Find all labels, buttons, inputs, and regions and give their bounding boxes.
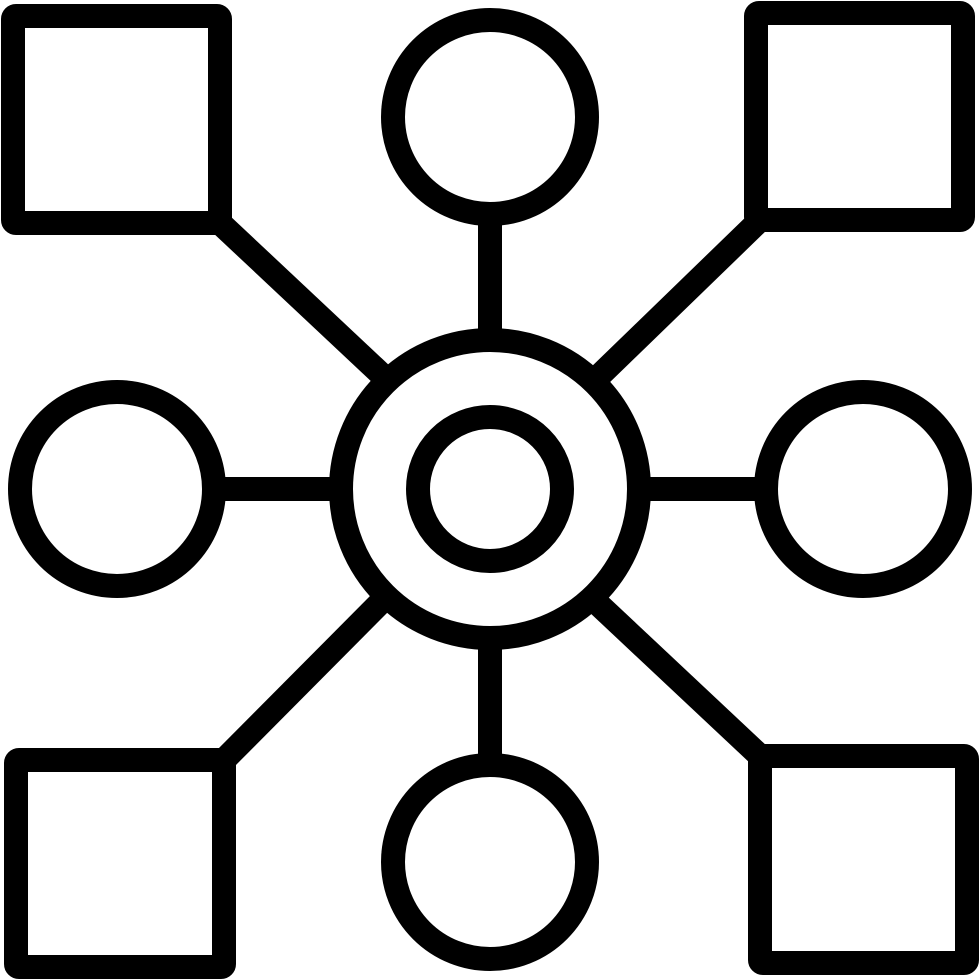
top-node-icon bbox=[381, 8, 599, 226]
right-node-icon bbox=[754, 380, 972, 598]
top-left-square-icon bbox=[1, 4, 232, 235]
left-node-icon bbox=[8, 380, 226, 598]
connector-top-right bbox=[588, 211, 769, 387]
connector-top-left bbox=[211, 214, 392, 385]
central-node-icon bbox=[406, 405, 574, 573]
top-right-square-icon bbox=[744, 1, 975, 232]
connector-bottom-right bbox=[588, 594, 769, 765]
hub-outer-ring-icon bbox=[329, 328, 651, 650]
bottom-node-icon bbox=[381, 753, 599, 971]
connector-bottom-left bbox=[215, 592, 391, 769]
bottom-right-square-icon bbox=[748, 744, 979, 975]
bottom-left-square-icon bbox=[4, 748, 236, 979]
